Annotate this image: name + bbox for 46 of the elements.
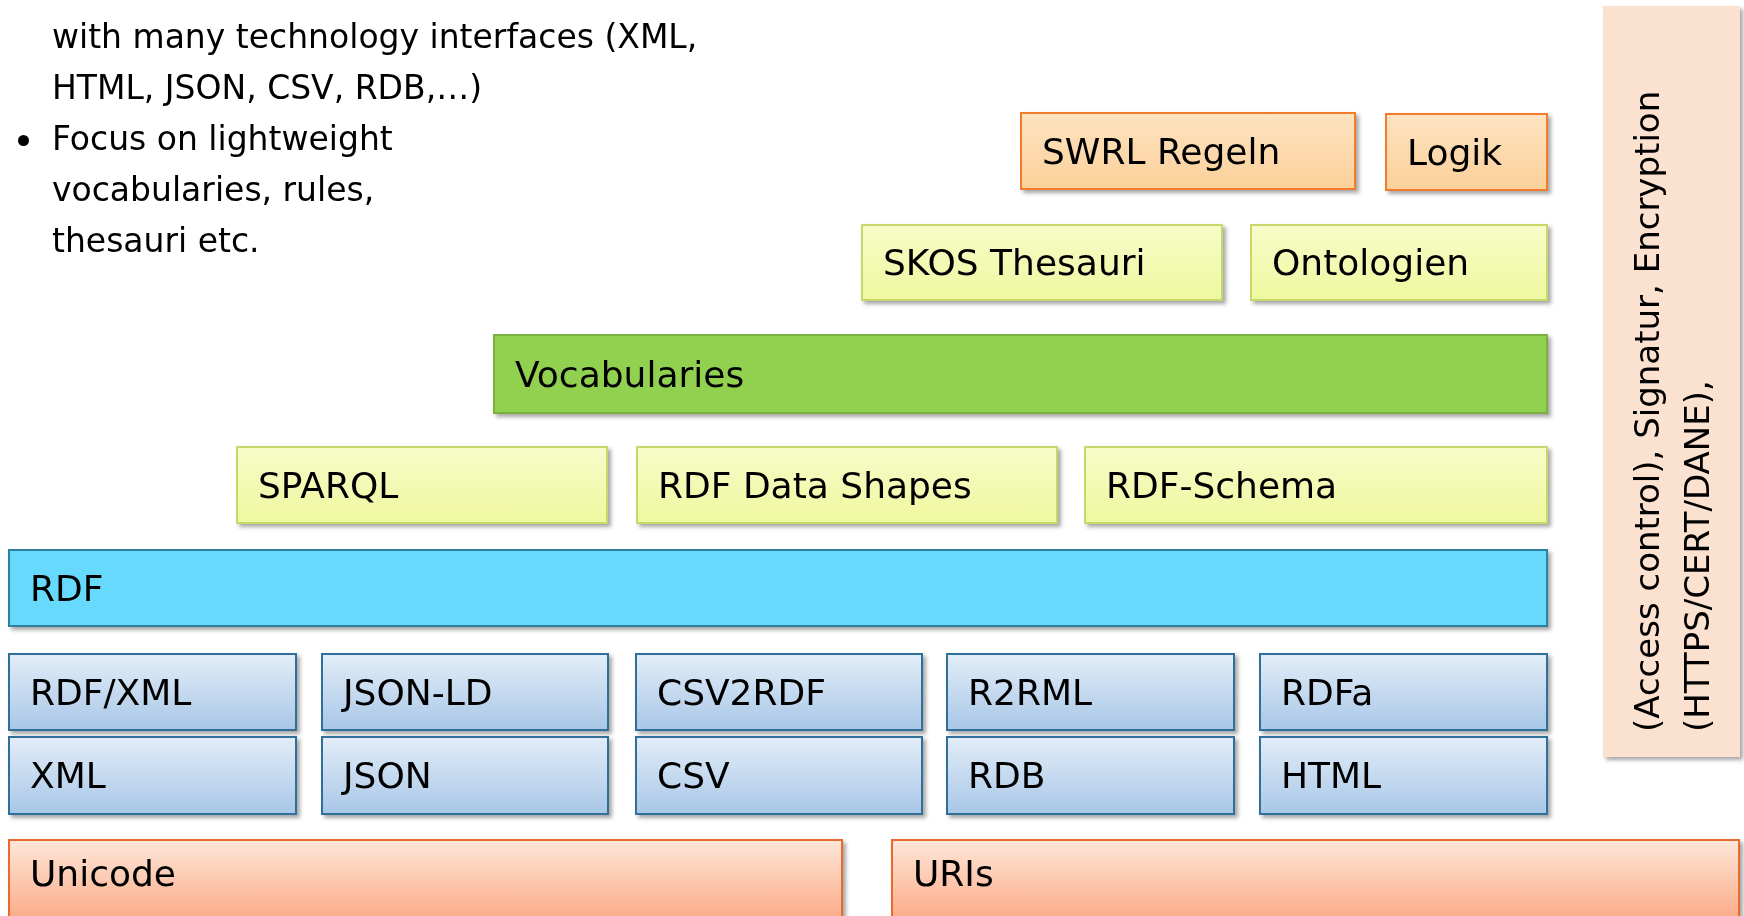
bullet-text: Focus on lightweight vocabularies, rules, thesauri etc. xyxy=(52,118,394,262)
layer-label: CSV xyxy=(657,755,730,796)
layer-label: Logik xyxy=(1407,131,1503,173)
layer-label: RDF Data Shapes xyxy=(658,464,972,506)
layer-label: SPARQL xyxy=(258,464,399,506)
security-label: (Access control), Signatur, Encryption (HTTPS/CERT/DANE), xyxy=(1625,89,1718,732)
layer-box xyxy=(861,224,1223,301)
layer-label: RDF-Schema xyxy=(1106,464,1338,506)
layer-box xyxy=(236,446,608,524)
format-box xyxy=(635,653,923,731)
layer-label: XML xyxy=(30,755,106,796)
layer-label: SWRL Regeln xyxy=(1042,130,1281,172)
bullet-text: with many technology interfaces (XML, HTML, JSON, CSV, RDB,…) xyxy=(52,16,699,109)
layer-box xyxy=(1020,112,1356,190)
security-bar xyxy=(1603,6,1740,757)
layer-label: HTML xyxy=(1281,755,1382,796)
format-box xyxy=(321,736,609,815)
layer-label: URIs xyxy=(913,853,994,894)
layer-box xyxy=(636,446,1058,524)
layer-bar xyxy=(8,839,843,916)
format-box xyxy=(321,653,609,731)
layer-label: RDF/XML xyxy=(30,671,192,713)
layer-label: Vocabularies xyxy=(515,353,745,395)
format-box xyxy=(946,653,1235,731)
layer-box xyxy=(1250,224,1548,301)
layer-box xyxy=(1385,113,1548,191)
format-box xyxy=(946,736,1235,815)
layer-bar xyxy=(493,334,1548,414)
format-box xyxy=(1259,653,1548,731)
layer-label: RDF xyxy=(30,567,104,609)
format-box xyxy=(635,736,923,815)
layer-label: Unicode xyxy=(30,853,176,894)
layer-box xyxy=(1084,446,1548,524)
layer-label: JSON-LD xyxy=(343,671,493,713)
format-box xyxy=(1259,736,1548,815)
format-box xyxy=(8,653,297,731)
layer-bar xyxy=(8,549,1548,627)
layer-label: RDFa xyxy=(1281,671,1374,713)
layer-bar xyxy=(891,839,1740,916)
layer-label: CSV2RDF xyxy=(657,671,826,713)
format-box xyxy=(8,736,297,815)
layer-label: Ontologien xyxy=(1272,242,1470,283)
layer-label: RDB xyxy=(968,755,1046,796)
layer-label: SKOS Thesauri xyxy=(883,242,1146,283)
layer-label: R2RML xyxy=(968,671,1093,713)
layer-label: JSON xyxy=(343,755,432,796)
